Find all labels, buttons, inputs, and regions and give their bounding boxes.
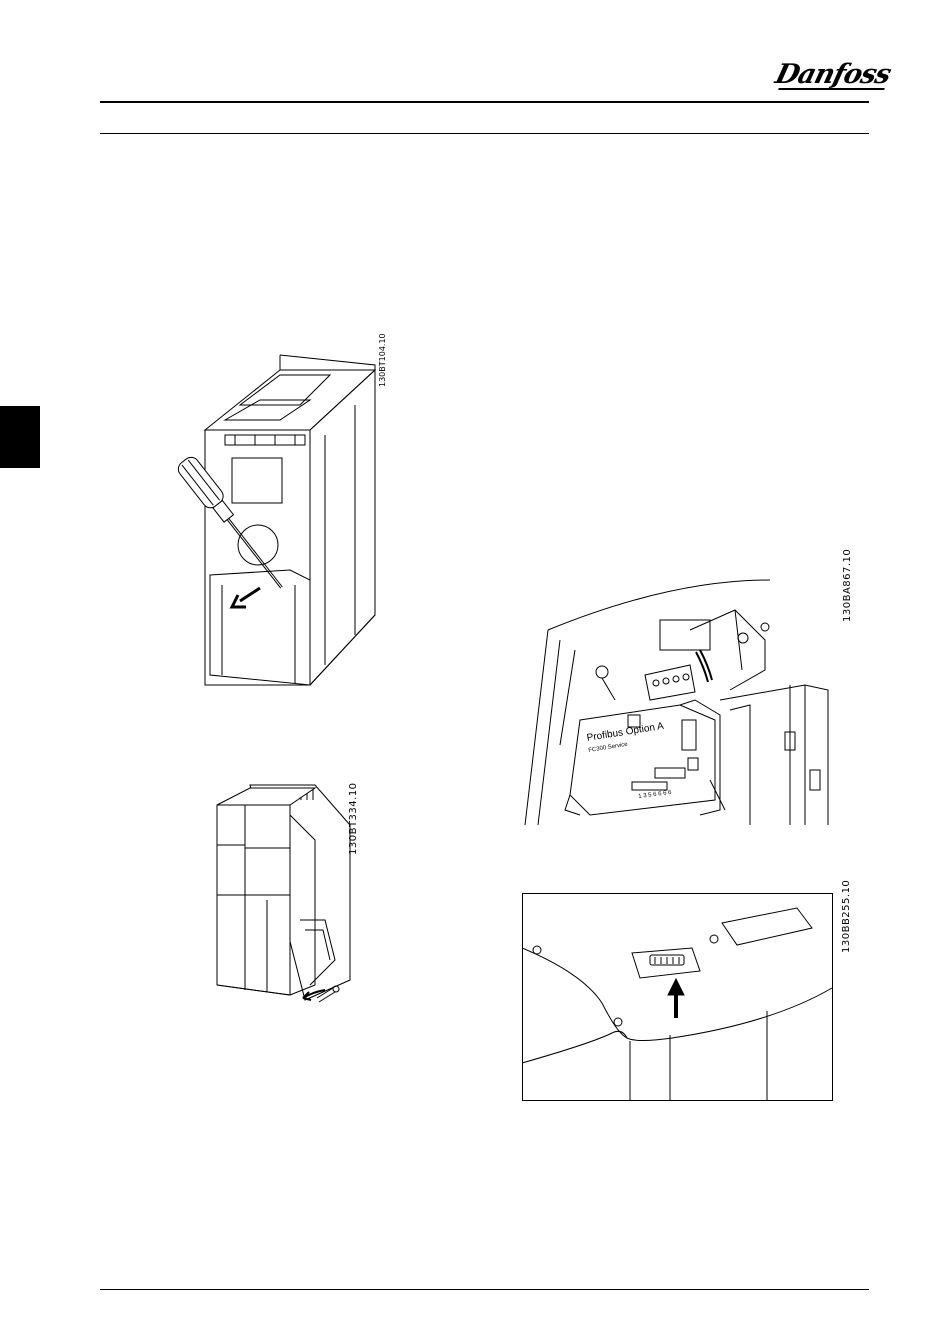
danfoss-logo: Danfoss bbox=[776, 58, 870, 98]
figure-code: 130BA867.10 bbox=[842, 549, 853, 622]
figure-front-cover-removal: 130BT104.10 bbox=[160, 345, 390, 695]
header-rule-bottom bbox=[100, 133, 869, 134]
chapter-tab bbox=[0, 406, 40, 468]
brand-logo-text: Danfoss bbox=[772, 58, 894, 92]
header-rule-top bbox=[100, 101, 869, 103]
figure-code: 130BT334.10 bbox=[348, 782, 359, 855]
figure-code: 130BT104.10 bbox=[378, 333, 387, 387]
figure-connector-detail: 130BB255.10 bbox=[522, 893, 834, 1103]
figure-cover-screw: 130BT334.10 bbox=[205, 770, 365, 1020]
footer-rule bbox=[100, 1289, 869, 1290]
figure-code: 130BB255.10 bbox=[841, 880, 852, 953]
figure-profibus-option: Profibus Option A FC300 Service 1 3 5 6 … bbox=[520, 570, 835, 830]
